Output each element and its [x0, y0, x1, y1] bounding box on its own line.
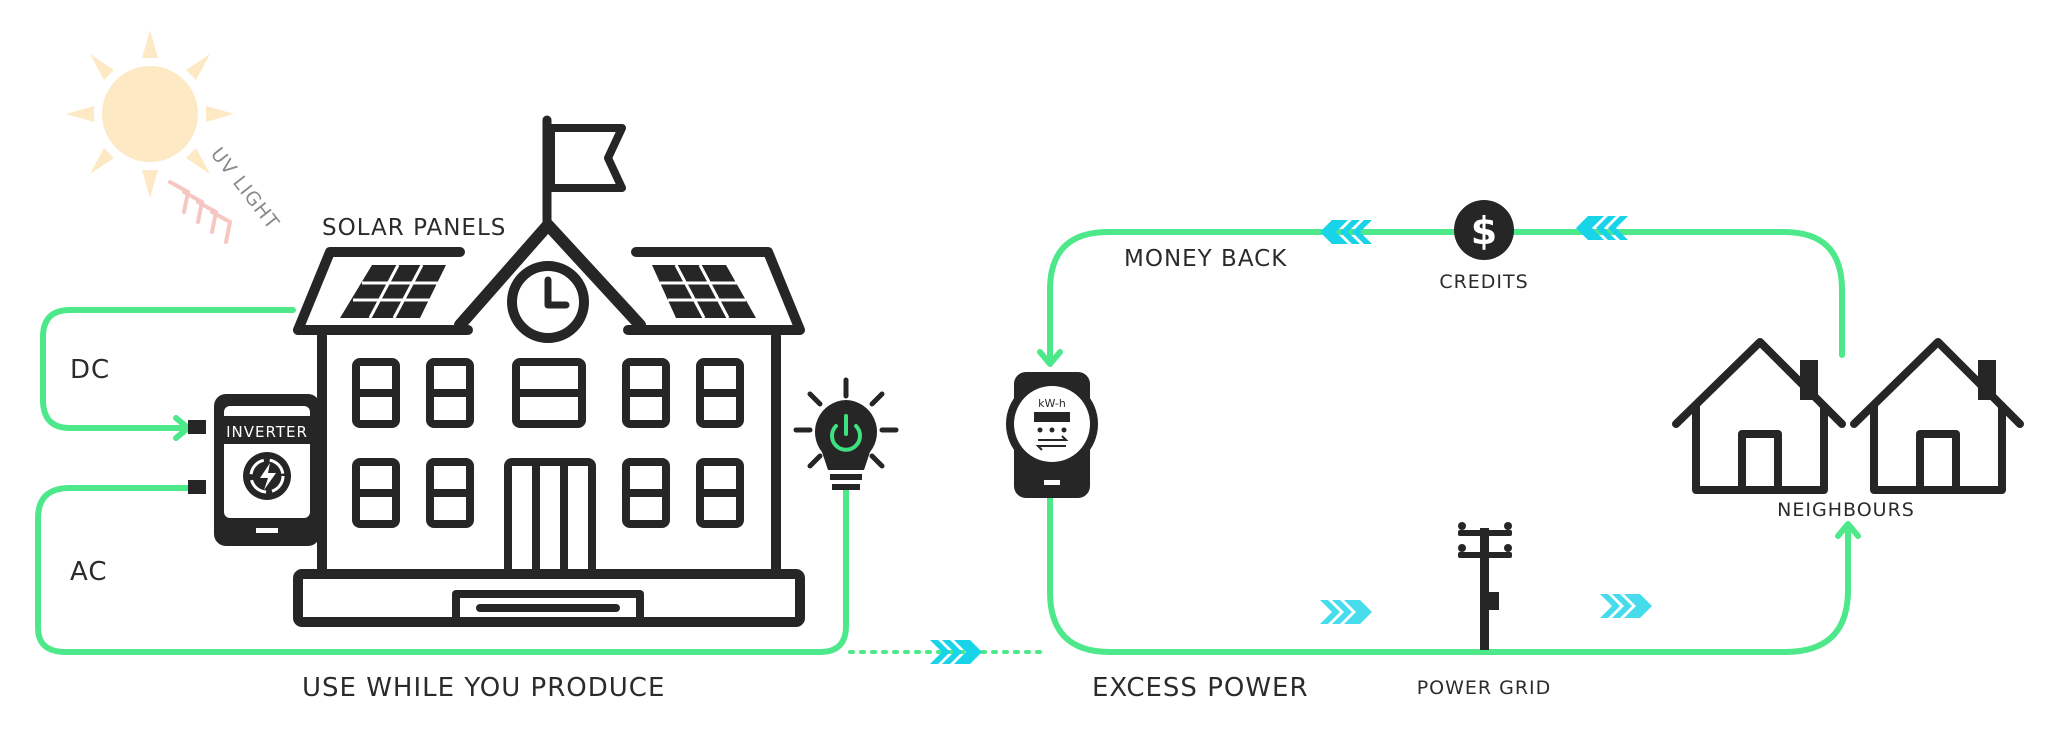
- uv-light-label: UV LIGHT: [206, 144, 284, 235]
- light-bulb-icon: [793, 377, 899, 490]
- power-icon: [830, 414, 862, 452]
- ac-label: AC: [70, 557, 107, 587]
- credits-symbol: $: [1471, 209, 1497, 253]
- meter-unit-label: kW-h: [1038, 397, 1066, 410]
- ac-flow-line: [35, 485, 849, 655]
- credits-label: CREDITS: [1439, 271, 1528, 293]
- chevron-grid-right: [1600, 594, 1652, 618]
- house-icon: [1672, 338, 1846, 494]
- dc-label: DC: [70, 355, 110, 385]
- power-grid-label: POWER GRID: [1417, 677, 1552, 699]
- chevron-money-right: [1576, 216, 1628, 240]
- money-back-flow-line: [1047, 229, 1845, 361]
- chevron-money-left: [1320, 220, 1372, 244]
- solar-panel-icon: [652, 265, 756, 318]
- chevron-excess-power: [930, 640, 982, 664]
- grid-flow-line: [1047, 495, 1851, 655]
- dollar-coin-icon: $: [1454, 200, 1514, 260]
- electric-meter-icon: kW-h: [1006, 372, 1098, 498]
- school-building-icon: [293, 115, 805, 627]
- neighbours-label: NEIGHBOURS: [1777, 499, 1915, 521]
- excess-power-label: EXCESS POWER: [1092, 673, 1309, 703]
- clock-icon: [507, 261, 589, 343]
- inverter-icon: INVERTER: [188, 394, 320, 546]
- use-while-you-produce-label: USE WHILE YOU PRODUCE: [302, 673, 665, 703]
- money-back-label: MONEY BACK: [1124, 246, 1287, 272]
- house-icon: [1850, 338, 2024, 494]
- uv-arrows: [168, 180, 233, 244]
- chevron-grid-left: [1320, 600, 1372, 624]
- sun-icon: [66, 30, 234, 198]
- dc-flow-line: [40, 307, 296, 431]
- flow-lines: [35, 229, 1851, 655]
- meter-arrowhead: [1037, 349, 1063, 367]
- solar-panels-label: SOLAR PANELS: [322, 215, 506, 241]
- neighbours-arrowhead: [1835, 521, 1861, 539]
- utility-pole-icon: [1458, 522, 1512, 650]
- chevron-arrows: [930, 216, 1652, 664]
- solar-panel-icon: [340, 265, 446, 318]
- inverter-label: INVERTER: [226, 423, 308, 441]
